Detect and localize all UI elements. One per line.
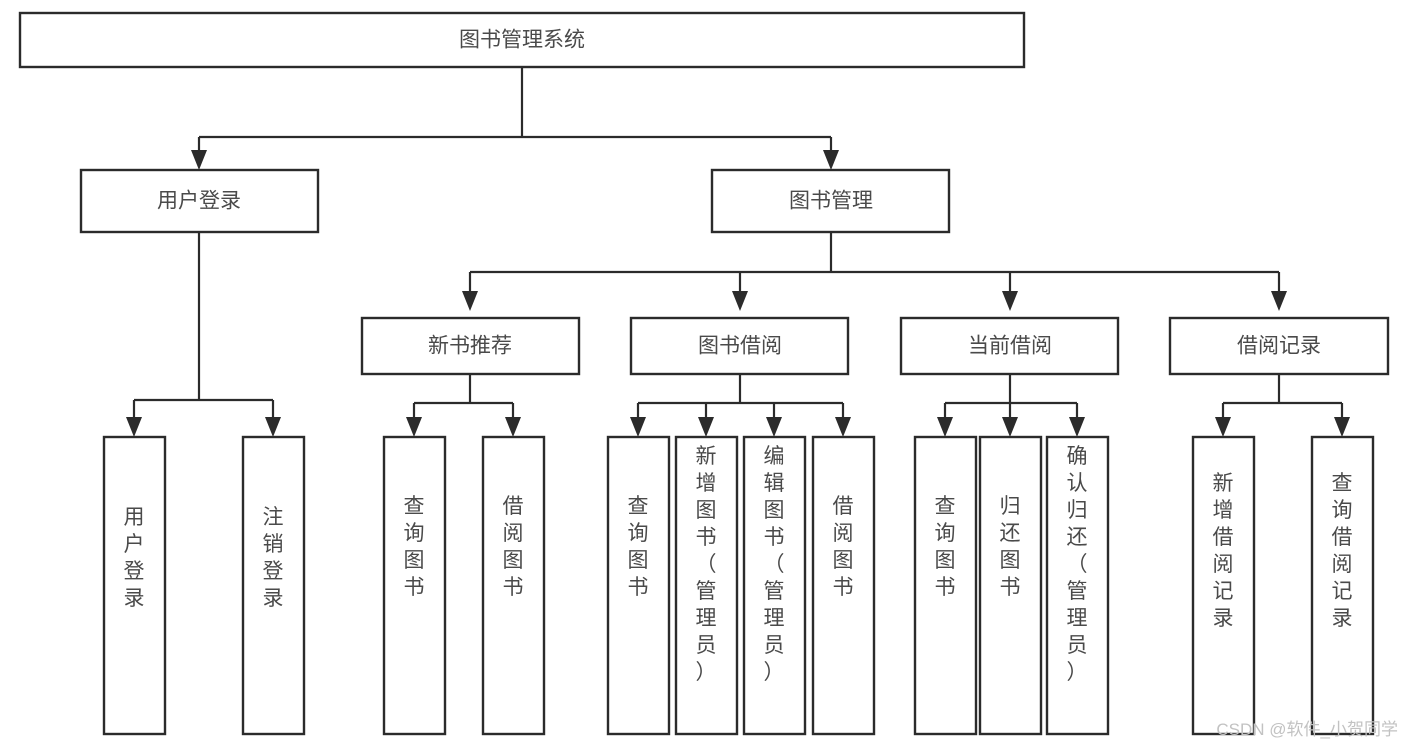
node-user-login-box[interactable] [79, 168, 320, 234]
arrow-head-icon [505, 417, 521, 437]
leaf-node[interactable]: 查询图书 [606, 435, 671, 736]
node-book-borrow[interactable]: 图书借阅 [629, 316, 850, 376]
node-user-login-label: 用户登录 [157, 190, 241, 213]
leaf-query-book-borrow-label: 查询图书 [628, 495, 649, 599]
leaf-node[interactable]: 借阅图书 [481, 435, 546, 736]
leaf-query-record-label: 查询借阅记录 [1332, 472, 1353, 630]
leaf-borrow-book-box[interactable] [811, 435, 876, 736]
arrow-head-icon [835, 417, 851, 437]
leaf-borrow-book-recommend-box[interactable] [481, 435, 546, 736]
leaf-logout-label: 注销登录 [263, 506, 284, 610]
node-borrow-record[interactable]: 借阅记录 [1168, 316, 1390, 376]
leaf-node[interactable]: 归还图书 [978, 435, 1043, 736]
node-root-system[interactable]: 图书管理系统 [18, 11, 1026, 69]
connector-current-to-leaves [943, 374, 1079, 422]
leaf-node[interactable]: 确认归还（管理员） [1045, 435, 1110, 736]
leaf-node[interactable]: 查询图书 [913, 435, 978, 736]
arrow-head-icon [1334, 417, 1350, 437]
node-new-book-recommend-label: 新书推荐 [428, 335, 512, 358]
node-user-login[interactable]: 用户登录 [79, 168, 320, 234]
connector-layer [126, 67, 1350, 437]
leaf-return-book-box[interactable] [978, 435, 1043, 736]
leaf-node[interactable]: 用户登录 [102, 435, 167, 736]
node-book-management-box[interactable] [710, 168, 951, 234]
arrow-head-icon [937, 417, 953, 437]
arrow-head-icon [630, 417, 646, 437]
connector-bookmgmt-to-level3 [468, 232, 1281, 296]
leaf-query-book-current-label: 查询图书 [935, 495, 956, 599]
leaf-logout-box[interactable] [241, 435, 306, 736]
arrow-head-icon [126, 417, 142, 437]
leaf-node[interactable]: 查询图书 [382, 435, 447, 736]
leaf-add-record-label: 新增借阅记录 [1213, 472, 1234, 630]
leaf-edit-book-box[interactable] [742, 435, 807, 736]
node-root-box[interactable] [18, 11, 1026, 69]
leaf-node[interactable]: 新增借阅记录 [1191, 435, 1256, 736]
leaf-node[interactable]: 注销登录 [241, 435, 306, 736]
connector-borrow-to-leaves [636, 374, 845, 422]
node-book-management[interactable]: 图书管理 [710, 168, 951, 234]
node-current-borrow-label: 当前借阅 [968, 335, 1052, 358]
node-new-book-recommend[interactable]: 新书推荐 [360, 316, 581, 376]
arrow-head-icon [462, 291, 478, 311]
arrow-head-icon [698, 417, 714, 437]
node-book-borrow-box[interactable] [629, 316, 850, 376]
connector-userlogin-to-leaves [132, 232, 275, 422]
connector-newbook-to-leaves [412, 374, 515, 422]
csdn-watermark: CSDN @软件_小贺同学 [1216, 720, 1398, 739]
node-root-label: 图书管理系统 [459, 29, 585, 52]
arrow-head-icon [766, 417, 782, 437]
arrow-head-icon [406, 417, 422, 437]
arrow-head-icon [823, 150, 839, 170]
arrow-head-icon [265, 417, 281, 437]
node-new-book-recommend-box[interactable] [360, 316, 581, 376]
node-book-borrow-label: 图书借阅 [698, 335, 782, 358]
leaf-add-book-label: 新增图书（管理员） [696, 445, 717, 684]
leaf-add-record-box[interactable] [1191, 435, 1256, 736]
leaf-query-record-box[interactable] [1310, 435, 1375, 736]
arrow-head-icon [1215, 417, 1231, 437]
leaf-edit-book-label: 编辑图书（管理员） [764, 445, 785, 684]
leaf-node[interactable]: 查询借阅记录 [1310, 435, 1375, 736]
node-current-borrow-box[interactable] [899, 316, 1120, 376]
leaf-query-book-current-box[interactable] [913, 435, 978, 736]
leaf-query-book-recommend-box[interactable] [382, 435, 447, 736]
leaf-node[interactable]: 编辑图书（管理员） [742, 435, 807, 736]
leaf-return-book-label: 归还图书 [1000, 495, 1021, 599]
leaf-query-book-recommend-label: 查询图书 [404, 495, 425, 599]
leaf-add-book-box[interactable] [674, 435, 739, 736]
arrow-head-icon [1069, 417, 1085, 437]
leaf-borrow-book-label: 借阅图书 [833, 495, 854, 599]
node-current-borrow[interactable]: 当前借阅 [899, 316, 1120, 376]
leaf-borrow-book-recommend-label: 借阅图书 [503, 495, 524, 599]
arrow-head-icon [191, 150, 207, 170]
leaf-confirm-return-label: 确认归还（管理员） [1067, 445, 1088, 684]
leaf-query-book-borrow-box[interactable] [606, 435, 671, 736]
node-book-management-label: 图书管理 [789, 190, 873, 213]
leaf-user-login-label: 用户登录 [124, 506, 145, 610]
arrow-head-icon [732, 291, 748, 311]
arrow-head-icon [1271, 291, 1287, 311]
connector-root-to-level2 [197, 67, 833, 156]
leaf-node[interactable]: 新增图书（管理员） [674, 435, 739, 736]
node-borrow-record-box[interactable] [1168, 316, 1390, 376]
arrow-head-icon [1002, 417, 1018, 437]
arrow-head-icon [1002, 291, 1018, 311]
leaf-node[interactable]: 借阅图书 [811, 435, 876, 736]
node-borrow-record-label: 借阅记录 [1237, 335, 1321, 358]
leaf-user-login-box[interactable] [102, 435, 167, 736]
leaf-confirm-return-box[interactable] [1045, 435, 1110, 736]
connector-record-to-leaves [1221, 374, 1344, 422]
